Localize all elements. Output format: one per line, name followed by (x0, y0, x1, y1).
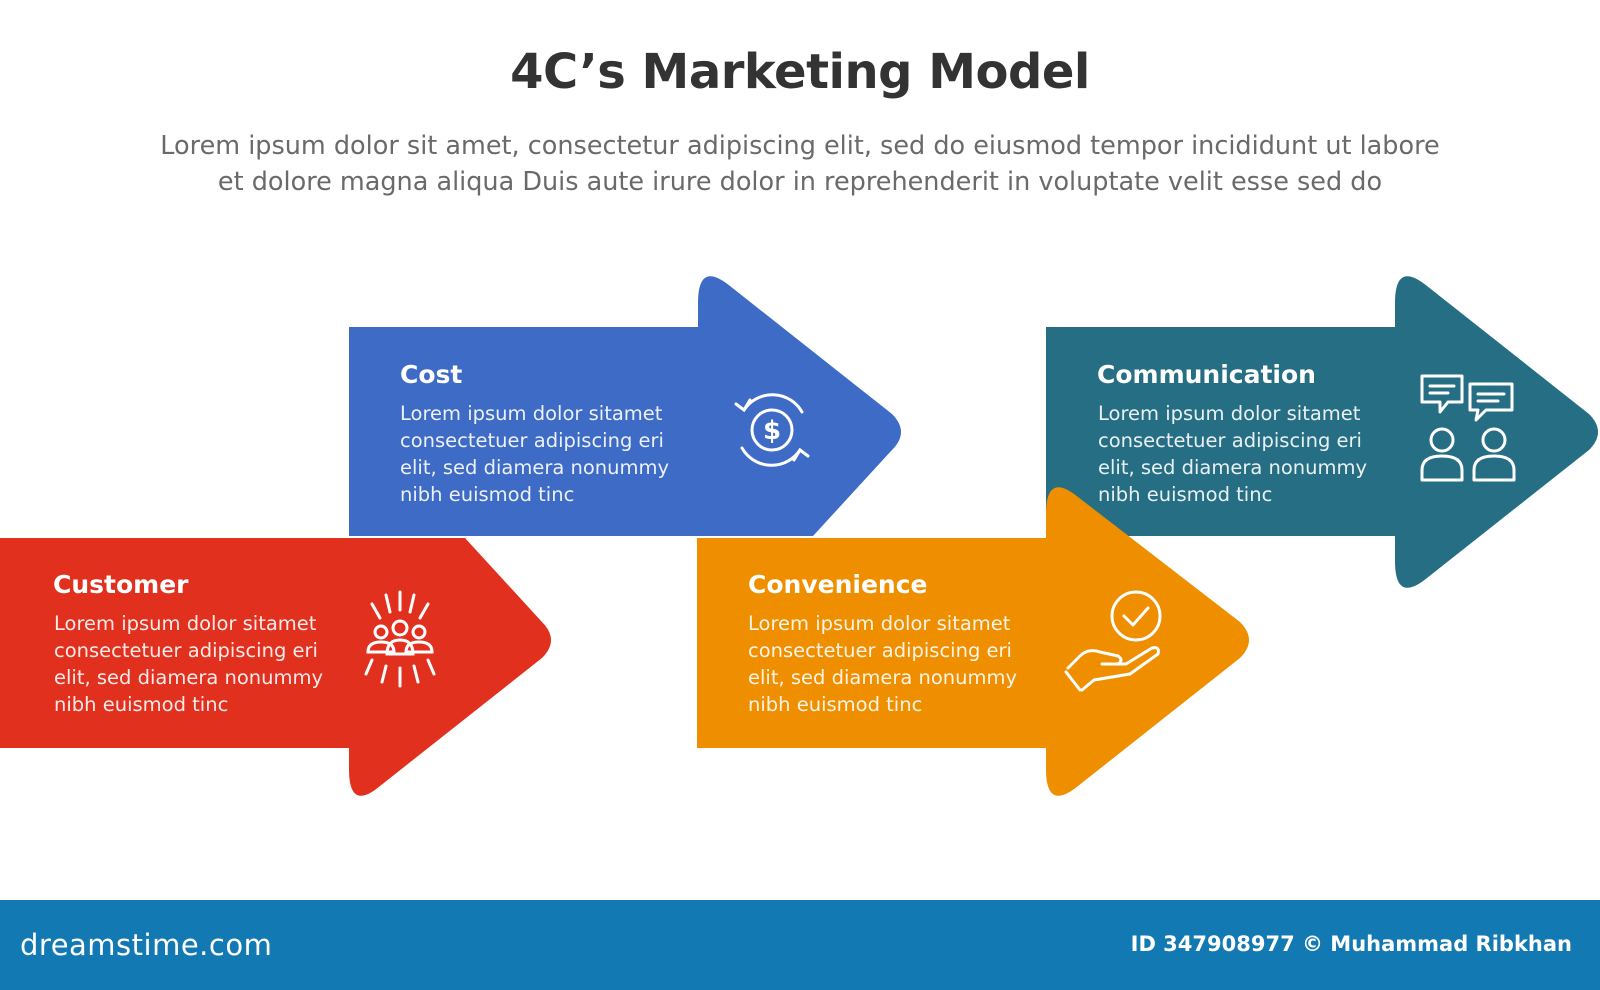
step-text-cost: Lorem ipsum dolor sitamet consectetuer a… (400, 400, 690, 508)
text-line: nibh euismod tinc (1098, 483, 1273, 506)
arrow-shape-communication (1046, 276, 1598, 588)
text-line: elit, sed diamera nonummy (400, 456, 670, 479)
text-line: consectetuer adipiscing eri (1098, 429, 1362, 452)
footer-credit: ID 347908977 © Muhammad Ribkhan (1130, 932, 1572, 956)
page-title: 4C’s Marketing Model (510, 44, 1090, 100)
text-line: Lorem ipsum dolor sitamet (1098, 402, 1361, 425)
footer-bar: dreamstime.com ID 347908977 © Muhammad R… (0, 900, 1600, 990)
text-line: consectetuer adipiscing eri (748, 639, 1012, 662)
footer-brand: dreamstime.com (20, 928, 273, 962)
dollar-cycle-icon: $ (734, 393, 810, 467)
step-title-convenience: Convenience (748, 570, 928, 599)
text-line: Lorem ipsum dolor sitamet (54, 612, 317, 635)
step-text-convenience: Lorem ipsum dolor sitamet consectetuer a… (748, 610, 1038, 718)
subtitle-line-2: et dolore magna aliqua Duis aute irure d… (217, 167, 1383, 197)
people-group-icon (364, 590, 436, 688)
text-line: nibh euismod tinc (54, 693, 229, 716)
step-title-communication: Communication (1097, 360, 1316, 389)
subtitle-line-1: Lorem ipsum dolor sit amet, consectetur … (160, 131, 1440, 161)
arrow-shape-convenience (697, 487, 1249, 796)
text-line: consectetuer adipiscing eri (54, 639, 318, 662)
text-line: Lorem ipsum dolor sitamet (748, 612, 1011, 635)
step-title-customer: Customer (53, 570, 189, 599)
text-line: nibh euismod tinc (748, 693, 923, 716)
hand-check-icon (1064, 590, 1162, 692)
text-line: nibh euismod tinc (400, 483, 575, 506)
text-line: elit, sed diamera nonummy (748, 666, 1018, 689)
step-text-customer: Lorem ipsum dolor sitamet consectetuer a… (54, 610, 344, 718)
conversation-people-icon (1420, 374, 1516, 482)
step-title-cost: Cost (400, 360, 463, 389)
step-text-communication: Lorem ipsum dolor sitamet consectetuer a… (1098, 400, 1388, 508)
arrow-shape-cost (349, 276, 901, 536)
text-line: consectetuer adipiscing eri (400, 429, 664, 452)
page-subtitle: Lorem ipsum dolor sit amet, consectetur … (40, 128, 1560, 200)
text-line: elit, sed diamera nonummy (54, 666, 324, 689)
svg-text:$: $ (763, 416, 781, 446)
text-line: Lorem ipsum dolor sitamet (400, 402, 663, 425)
text-line: elit, sed diamera nonummy (1098, 456, 1368, 479)
